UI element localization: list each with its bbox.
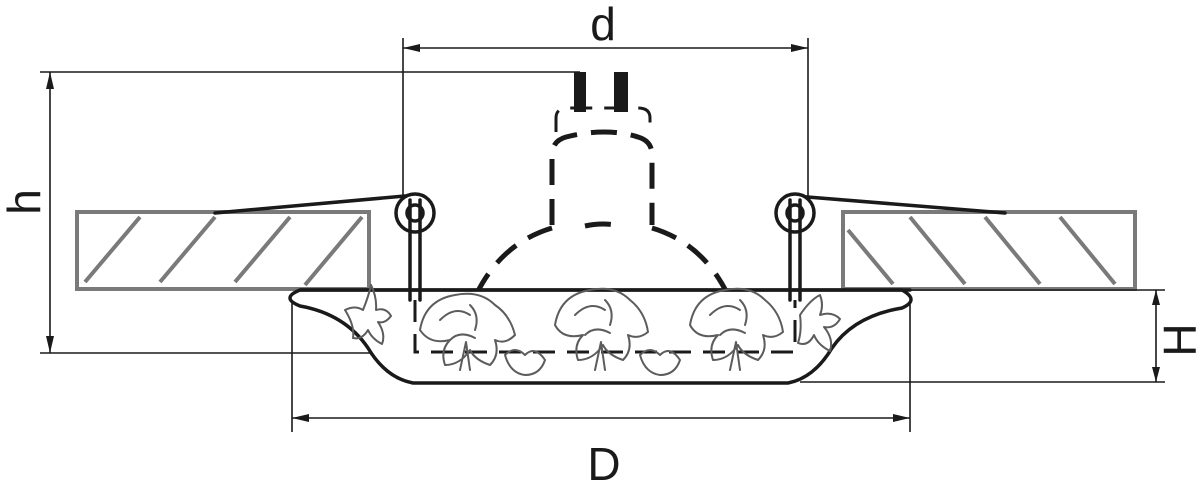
label-H: H xyxy=(1154,323,1200,356)
ceiling-panel-left xyxy=(75,210,371,291)
spring-clip-left xyxy=(213,192,436,302)
dimension-lines xyxy=(40,38,1165,432)
gu10-lamp-icon xyxy=(474,72,730,295)
ceiling-panel-right xyxy=(841,210,1137,291)
label-h: h xyxy=(0,189,50,215)
label-D: D xyxy=(587,438,620,490)
crystal-decoration xyxy=(344,284,841,376)
label-d: d xyxy=(590,0,616,50)
spring-clip-right xyxy=(774,192,1007,302)
